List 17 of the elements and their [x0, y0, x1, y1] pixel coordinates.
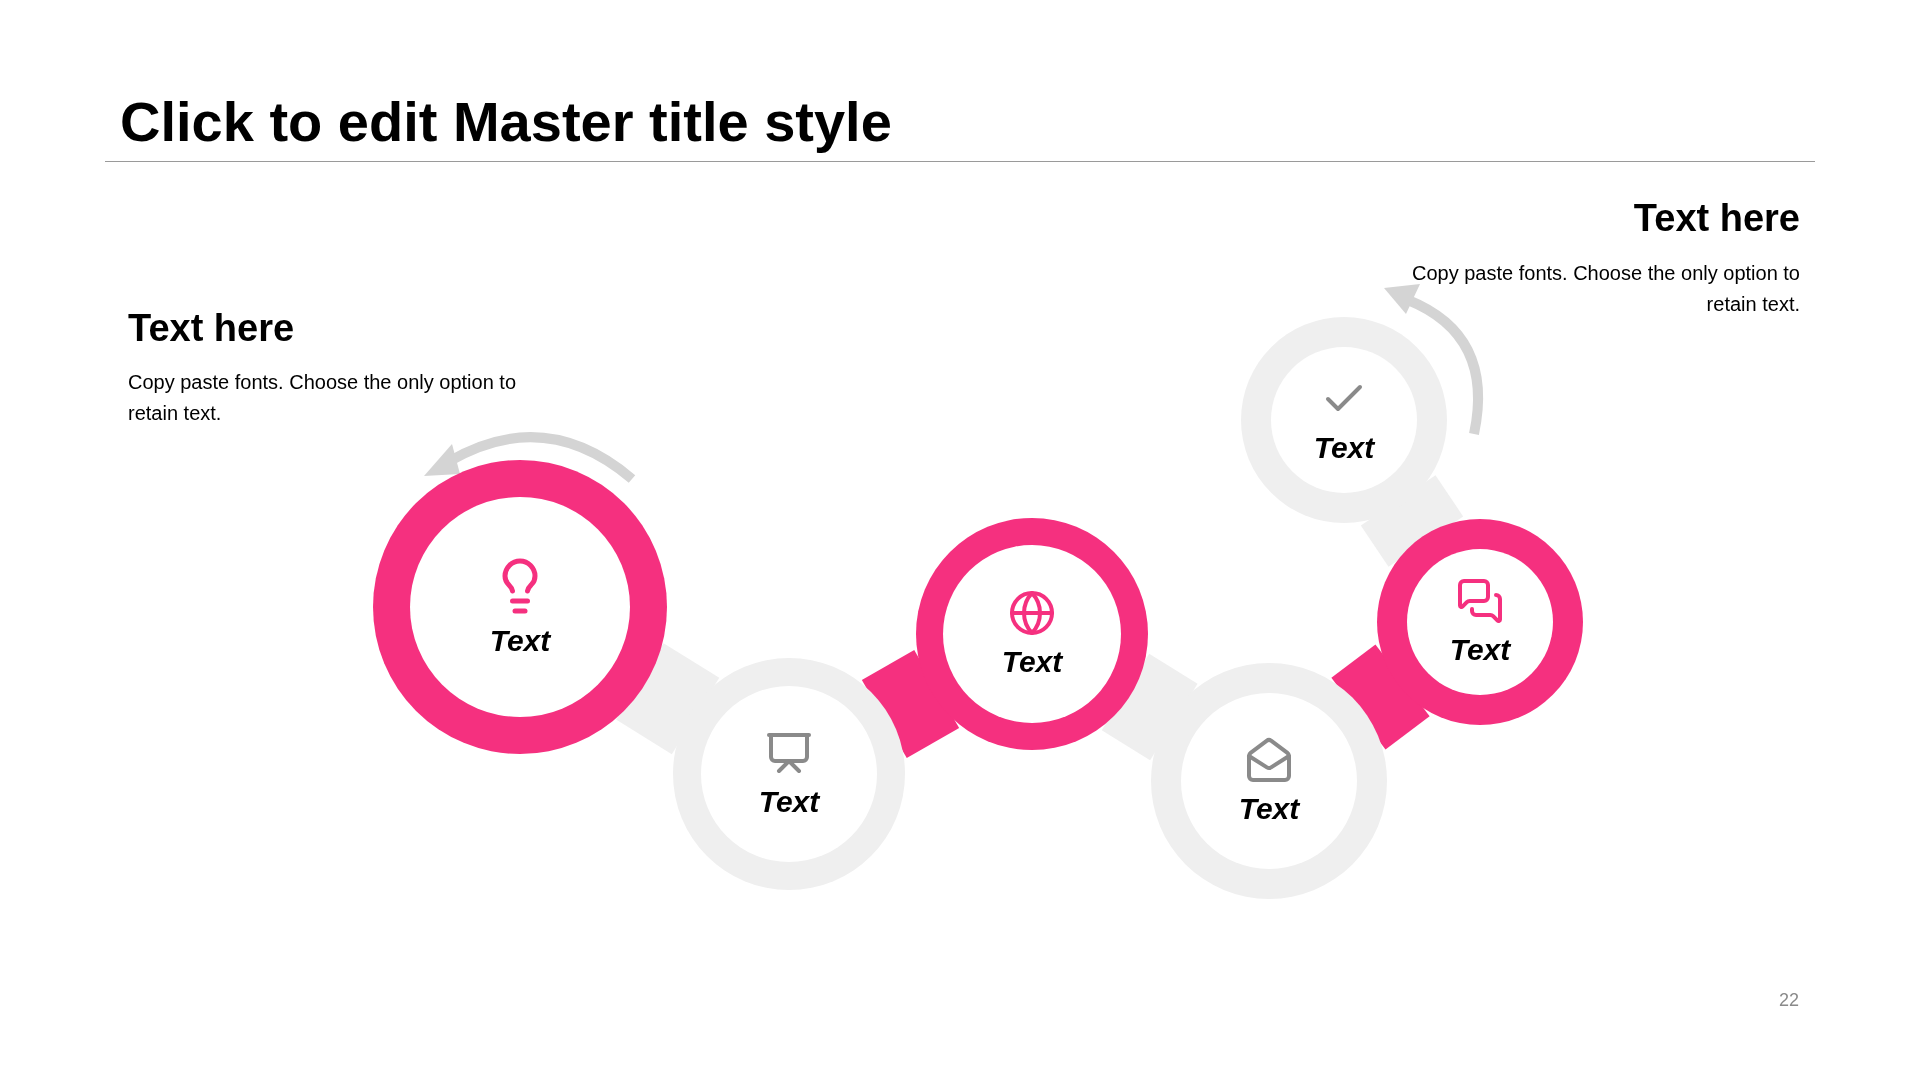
- slide-title: Click to edit Master title style: [120, 90, 892, 154]
- step-label: Text: [758, 785, 820, 819]
- page-number: 22: [1778, 989, 1799, 1012]
- connector: [1331, 644, 1430, 750]
- heading: Text here: [1633, 196, 1800, 241]
- description: Copy paste fonts. Choose the only option to retain text.: [1410, 261, 1800, 317]
- connector: [616, 643, 720, 755]
- step-label: Text: [1313, 431, 1375, 465]
- connector: [861, 649, 960, 759]
- description: Copy paste fonts. Choose the only option to retain text.: [128, 370, 518, 426]
- step-label: Text: [489, 624, 551, 658]
- connector: [1360, 475, 1464, 567]
- connector: [1101, 653, 1198, 761]
- step-label: Text: [1238, 792, 1300, 826]
- step-label: Text: [1449, 633, 1511, 667]
- step-label: Text: [1001, 645, 1063, 679]
- heading: Text here: [128, 306, 295, 351]
